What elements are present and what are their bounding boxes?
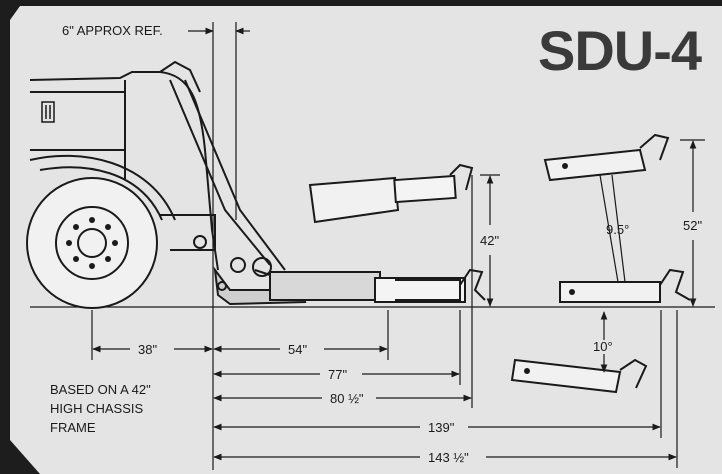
underlift-lowered — [269, 268, 486, 303]
dim-143-5: 143 ½" — [428, 450, 469, 465]
dim-139: 139" — [428, 420, 455, 435]
dim-42: 42" — [480, 233, 499, 248]
dim-38: 38" — [138, 342, 157, 357]
underlift-raised — [308, 163, 474, 224]
fork-bottom-tilted — [510, 358, 648, 394]
fork-lower-right — [559, 268, 691, 303]
chassis-note-line-3: FRAME — [50, 420, 96, 435]
dim-80-5: 80 ½" — [330, 391, 364, 406]
chassis-note-line-2: HIGH CHASSIS — [50, 401, 144, 416]
page-title: SDU-4 — [538, 19, 702, 82]
chassis-note-line-1: BASED ON A 42" — [50, 382, 151, 397]
angle-10: 10° — [593, 339, 613, 354]
lift-pivots — [193, 235, 272, 291]
dim-52: 52" — [683, 218, 702, 233]
dimension-lines — [91, 22, 705, 470]
ref-label: 6" APPROX REF. — [62, 23, 163, 38]
fork-upper-right — [543, 133, 670, 182]
door-handle-icon — [41, 101, 55, 123]
dim-77: 77" — [328, 367, 347, 382]
dim-54: 54" — [288, 342, 307, 357]
truck-wheel — [26, 177, 158, 309]
angle-9-5: 9.5° — [606, 222, 629, 237]
